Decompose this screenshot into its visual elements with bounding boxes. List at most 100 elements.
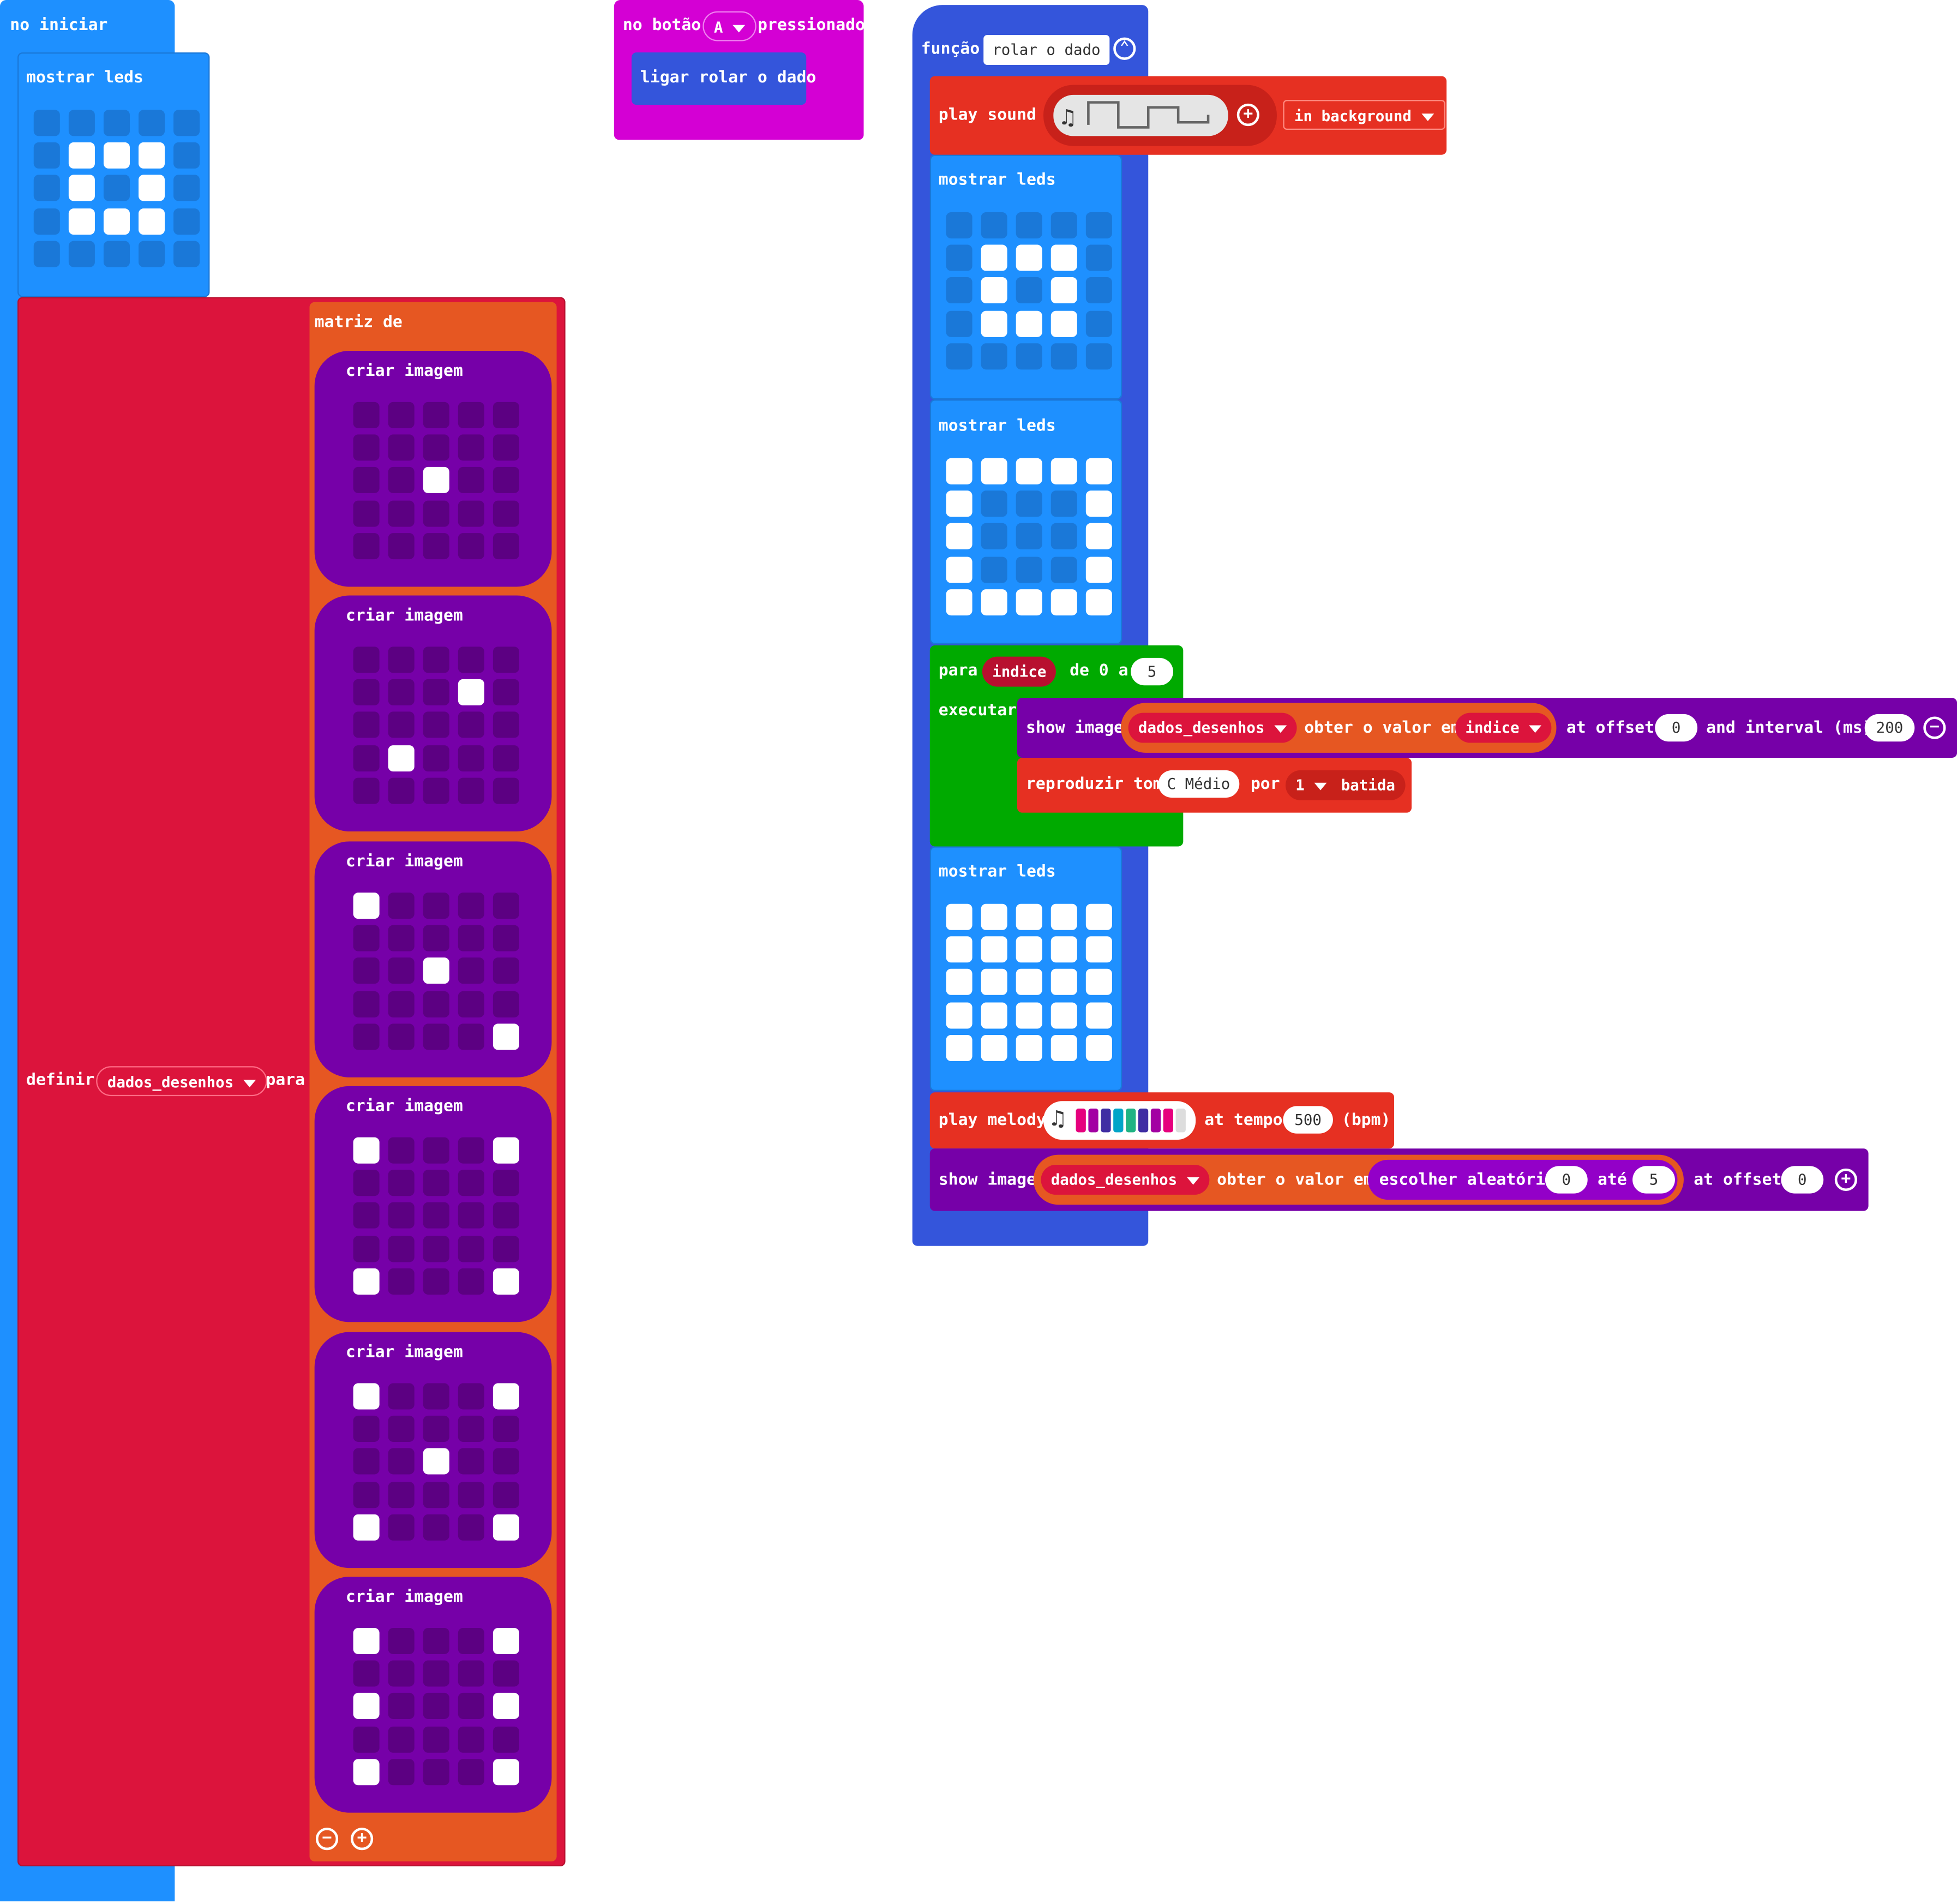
image-5-led[interactable] [493, 1448, 519, 1475]
plus-icon[interactable]: + [351, 1828, 374, 1851]
image-4-led[interactable] [493, 1137, 519, 1164]
for-to-field[interactable]: 5 [1131, 657, 1174, 686]
image-2-led[interactable] [493, 777, 519, 804]
image-2-led[interactable] [353, 777, 380, 804]
image-6-led[interactable] [388, 1758, 415, 1785]
image-6-led[interactable] [423, 1693, 449, 1720]
start-led[interactable] [103, 142, 130, 169]
array-variable-dropdown[interactable]: dados_desenhos [1128, 712, 1297, 743]
func-2-led[interactable] [1050, 490, 1077, 517]
start-led[interactable] [103, 208, 130, 235]
func-2-led[interactable] [981, 490, 1007, 517]
image-4-led[interactable] [353, 1202, 380, 1229]
minus-icon[interactable]: − [315, 1828, 339, 1851]
image-2-led[interactable] [388, 646, 415, 673]
image-1-led[interactable] [458, 467, 484, 494]
image-3-led[interactable] [458, 925, 484, 952]
image-3-led[interactable] [388, 1023, 415, 1050]
start-led[interactable] [33, 142, 60, 169]
func-3-led[interactable] [1085, 936, 1112, 963]
image-6-led[interactable] [353, 1726, 380, 1752]
func-3-led[interactable] [1050, 1034, 1077, 1061]
image-1-led[interactable] [458, 532, 484, 559]
image-3-led[interactable] [423, 958, 449, 985]
func-1-led[interactable] [1016, 310, 1042, 337]
func-1-led[interactable] [946, 244, 973, 271]
image-2-led[interactable] [388, 745, 415, 771]
start-led[interactable] [103, 175, 130, 202]
image-1-led[interactable] [458, 434, 484, 461]
index-variable-dropdown[interactable]: indice [1455, 712, 1552, 743]
melody-field[interactable]: ♫ [1043, 1101, 1196, 1140]
image-5-led[interactable] [458, 1416, 484, 1442]
start-led[interactable] [173, 175, 200, 202]
func-3-led[interactable] [1016, 903, 1042, 930]
image-2-led[interactable] [493, 712, 519, 739]
func-1-led[interactable] [946, 212, 973, 239]
func-2-led[interactable] [1016, 556, 1042, 583]
func-3-led[interactable] [1085, 903, 1112, 930]
image-5-led[interactable] [353, 1448, 380, 1475]
image-3-led[interactable] [458, 958, 484, 985]
func-1-led[interactable] [1016, 343, 1042, 369]
image-2-led[interactable] [423, 679, 449, 706]
func-1-led[interactable] [1085, 343, 1112, 369]
func-3-led[interactable] [946, 969, 973, 996]
image-5-led[interactable] [493, 1481, 519, 1508]
image-1-led[interactable] [423, 402, 449, 428]
func-3-led[interactable] [946, 1002, 973, 1028]
offset-field-2[interactable]: 0 [1781, 1166, 1824, 1194]
func-1-led[interactable] [946, 277, 973, 304]
func-3-led[interactable] [1050, 969, 1077, 996]
start-led[interactable] [103, 110, 130, 136]
image-5-led[interactable] [388, 1481, 415, 1508]
image-1-led[interactable] [493, 434, 519, 461]
image-6-led[interactable] [458, 1627, 484, 1654]
func-1-led[interactable] [981, 343, 1007, 369]
image-6-led[interactable] [458, 1726, 484, 1752]
image-5-led[interactable] [353, 1514, 380, 1541]
image-1-led[interactable] [353, 402, 380, 428]
func-3-led[interactable] [1050, 903, 1077, 930]
image-1-led[interactable] [353, 434, 380, 461]
func-1-led[interactable] [1085, 277, 1112, 304]
func-1-led[interactable] [1016, 244, 1042, 271]
image-1-led[interactable] [353, 500, 380, 526]
start-led[interactable] [68, 142, 95, 169]
func-3-led[interactable] [946, 903, 973, 930]
image-5-led[interactable] [423, 1383, 449, 1410]
image-5-led[interactable] [423, 1416, 449, 1442]
start-led[interactable] [33, 208, 60, 235]
start-led[interactable] [139, 142, 165, 169]
image-4-led[interactable] [493, 1202, 519, 1229]
function-name-field[interactable]: rolar o dado [983, 35, 1109, 65]
image-5-led[interactable] [458, 1514, 484, 1541]
image-1-led[interactable] [388, 500, 415, 526]
image-3-led[interactable] [493, 925, 519, 952]
image-6-led[interactable] [423, 1758, 449, 1785]
image-3-led[interactable] [423, 925, 449, 952]
image-3-led[interactable] [458, 990, 484, 1017]
image-4-led[interactable] [423, 1268, 449, 1295]
start-led[interactable] [173, 208, 200, 235]
func-2-led[interactable] [1050, 523, 1077, 550]
image-1-led[interactable] [388, 434, 415, 461]
image-1-led[interactable] [388, 532, 415, 559]
func-3-led[interactable] [981, 1002, 1007, 1028]
func-1-led[interactable] [981, 277, 1007, 304]
image-1-led[interactable] [353, 467, 380, 494]
func-2-led[interactable] [1085, 490, 1112, 517]
image-2-led[interactable] [353, 646, 380, 673]
image-1-led[interactable] [423, 434, 449, 461]
func-2-led[interactable] [1085, 523, 1112, 550]
start-led[interactable] [68, 110, 95, 136]
func-3-led[interactable] [1085, 969, 1112, 996]
image-1-led[interactable] [423, 500, 449, 526]
image-5-led[interactable] [353, 1383, 380, 1410]
image-4-led[interactable] [388, 1137, 415, 1164]
start-led[interactable] [139, 241, 165, 267]
call-function-block[interactable] [631, 52, 807, 105]
image-6-led[interactable] [458, 1693, 484, 1720]
func-3-led[interactable] [981, 969, 1007, 996]
image-6-led[interactable] [458, 1660, 484, 1687]
